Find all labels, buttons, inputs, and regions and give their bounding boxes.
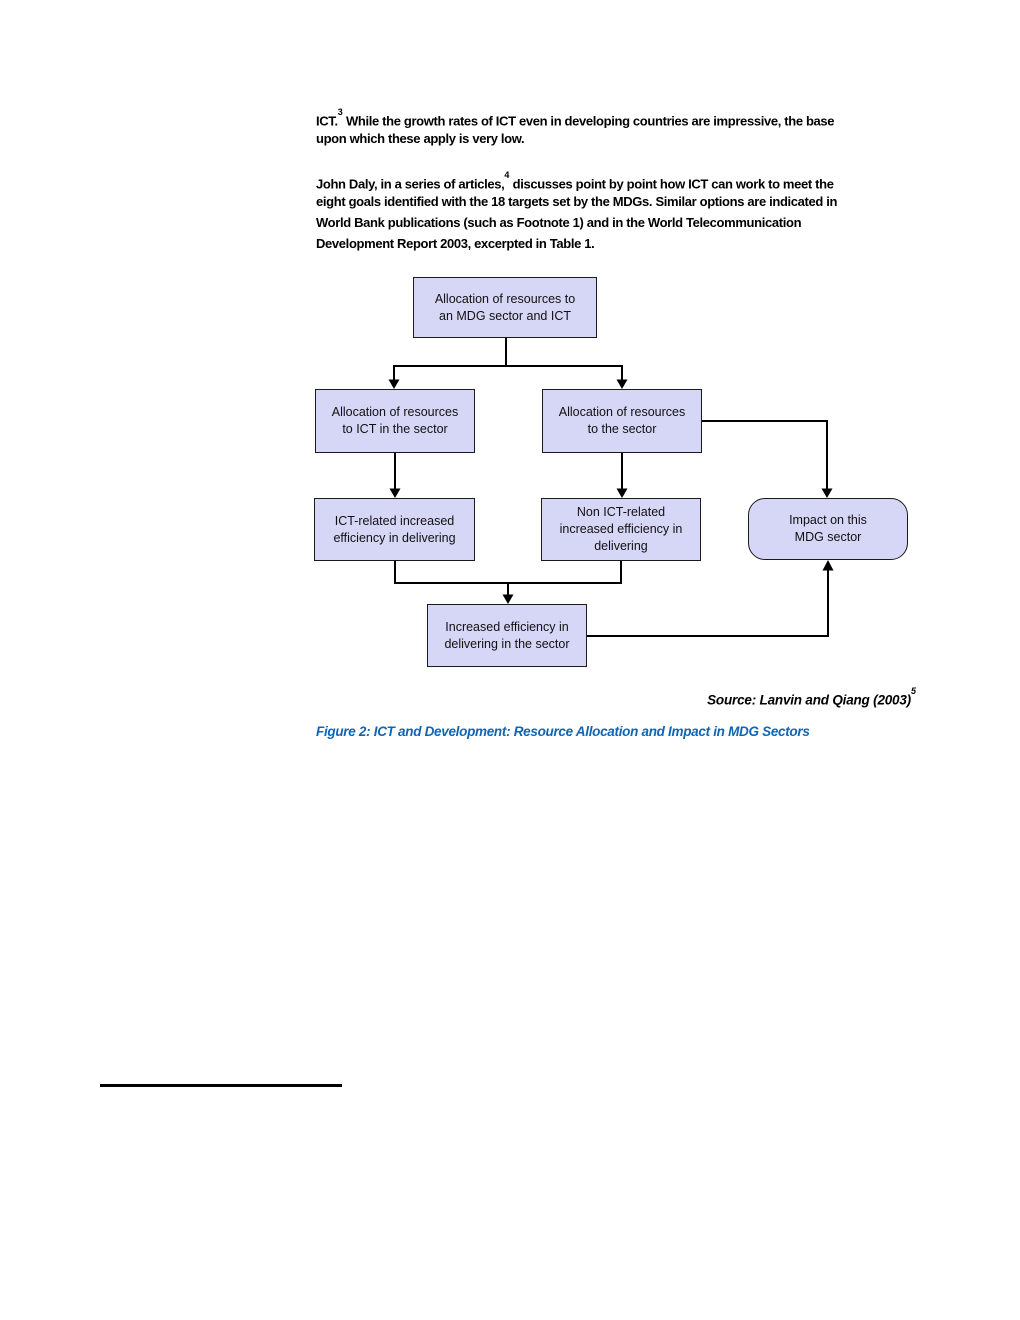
- paragraph-2-line-3: World Bank publications (such as Footnot…: [316, 215, 802, 230]
- paragraph-2-line-1: John Daly, in a series of articles,4 dis…: [316, 170, 834, 192]
- paragraph-2-line-4: Development Report 2003, excerpted in Ta…: [316, 236, 595, 251]
- footnote-ref-4: 4: [504, 170, 510, 180]
- arrowhead-to-impact-top: [821, 488, 833, 498]
- paragraph-1: ICT.3 While the growth rates of ICT even…: [316, 107, 835, 149]
- paragraph-2: John Daly, in a series of articles,4 dis…: [316, 170, 837, 254]
- paragraph-1-line-1: ICT.3 While the growth rates of ICT even…: [316, 107, 835, 129]
- footnote-ref-3: 3: [337, 107, 343, 117]
- paragraph-2-line-2: eight goals identified with the 18 targe…: [316, 194, 838, 209]
- arrowhead-to-r2-right: [616, 379, 628, 389]
- figure-source-note: Source: Lanvin and Qiang (2003)5: [707, 686, 916, 708]
- paragraph-1-line-2: upon which these apply is very low.: [316, 131, 525, 146]
- arrowhead-to-r4: [502, 594, 514, 604]
- arrowhead-to-r3-left: [389, 488, 401, 498]
- figure-caption: Figure 2: ICT and Development: Resource …: [316, 724, 810, 739]
- footnote-ref-5: 5: [910, 686, 916, 696]
- footnote-separator-rule: [100, 1084, 342, 1087]
- arrowhead-to-impact-bottom: [822, 560, 834, 571]
- arrowhead-to-r2-left: [388, 379, 400, 389]
- arrowhead-to-r3-mid: [616, 488, 628, 498]
